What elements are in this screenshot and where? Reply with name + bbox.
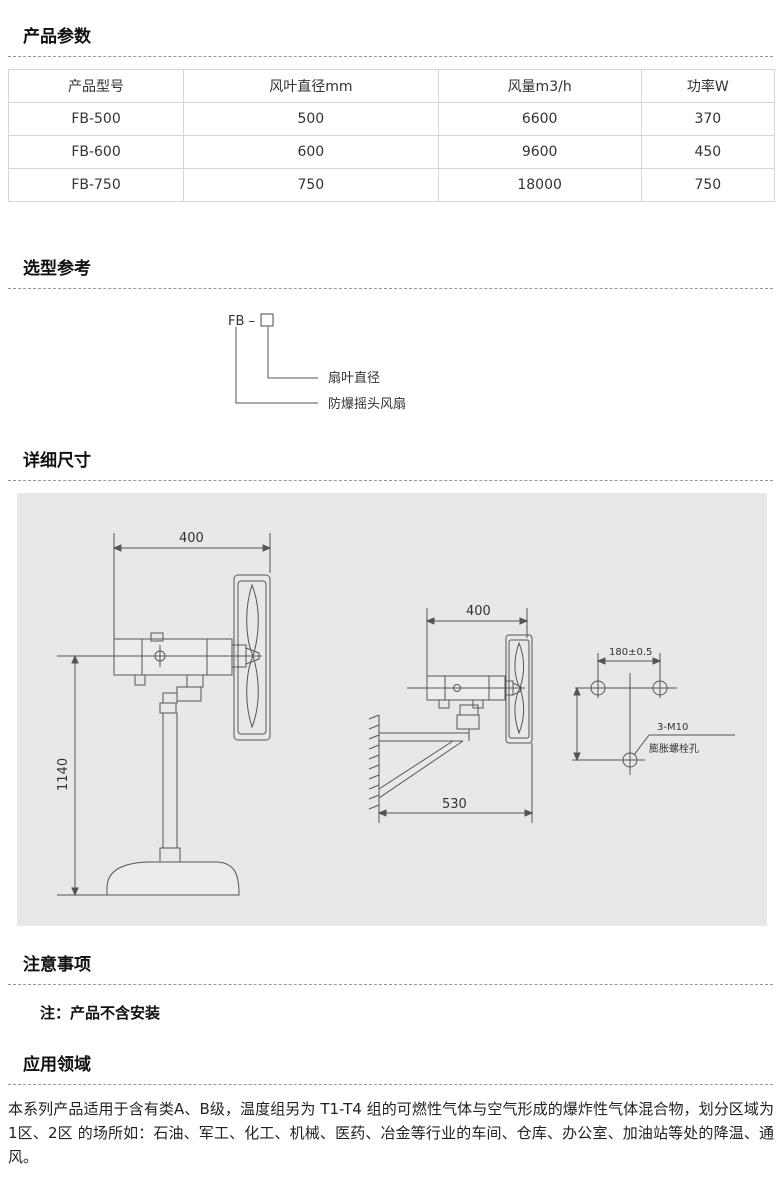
header-power: 功率W [640, 69, 776, 103]
cell-power: 370 [640, 102, 776, 136]
leader-line-1 [267, 327, 318, 379]
header-airflow: 风量m3/h [437, 69, 642, 103]
cell-model: FB-750 [7, 168, 185, 202]
header-diameter: 风叶直径mm [183, 69, 439, 103]
section-title-dimensions: 详细尺寸 [8, 450, 773, 481]
label-blade-diameter: 扇叶直径 [328, 370, 380, 386]
dim-width-1: 400 [179, 531, 204, 546]
note-text: 注：产品不含安装 [40, 1004, 161, 1022]
section-title-selection: 选型参考 [8, 258, 773, 289]
cell-airflow: 6600 [437, 102, 642, 136]
section-title-application: 应用领域 [8, 1054, 773, 1085]
leader-line-2 [235, 327, 318, 404]
dim-bolt-label: 膨胀螺栓孔 [649, 742, 699, 755]
section-title-params: 产品参数 [8, 26, 773, 57]
dim-bolt-spec: 3-M10 [657, 722, 688, 733]
cell-diameter: 750 [183, 168, 439, 202]
dim-depth-2: 530 [442, 797, 467, 812]
selection-diagram: FB – 扇叶直径 防爆摇头风扇 [228, 313, 406, 412]
code-box [260, 313, 274, 327]
cell-airflow: 9600 [437, 135, 642, 169]
cell-model: FB-500 [7, 102, 185, 136]
dimension-drawing-panel [17, 493, 767, 926]
table-row: FB-600 600 9600 450 [7, 135, 776, 169]
model-code-text: FB – [228, 314, 255, 329]
table-header-row: 产品型号 风叶直径mm 风量m3/h 功率W [7, 69, 776, 103]
section-title-notes: 注意事项 [8, 954, 773, 985]
table-row: FB-500 500 6600 370 [7, 102, 776, 136]
cell-airflow: 18000 [437, 168, 642, 202]
dim-width-2: 400 [466, 604, 491, 619]
dimension-drawing: 400 1140 400 530 180±0.5 3-M10 膨胀螺栓孔 [56, 531, 735, 897]
application-paragraph: 本系列产品适用于含有类A、B级，温度组另为 T1-T4 组的可燃性气体与空气形成… [8, 1100, 774, 1166]
cell-power: 450 [640, 135, 776, 169]
cell-diameter: 600 [183, 135, 439, 169]
dim-hole-spacing: 180±0.5 [609, 647, 652, 658]
label-fan-type: 防爆摇头风扇 [328, 396, 406, 412]
cell-power: 750 [640, 168, 776, 202]
params-table: 产品型号 风叶直径mm 风量m3/h 功率W FB-500 500 6600 3… [7, 69, 776, 202]
cell-model: FB-600 [7, 135, 185, 169]
dim-height-1: 1140 [56, 758, 71, 791]
cell-diameter: 500 [183, 102, 439, 136]
table-row: FB-750 750 18000 750 [7, 168, 776, 202]
header-model: 产品型号 [7, 69, 185, 103]
